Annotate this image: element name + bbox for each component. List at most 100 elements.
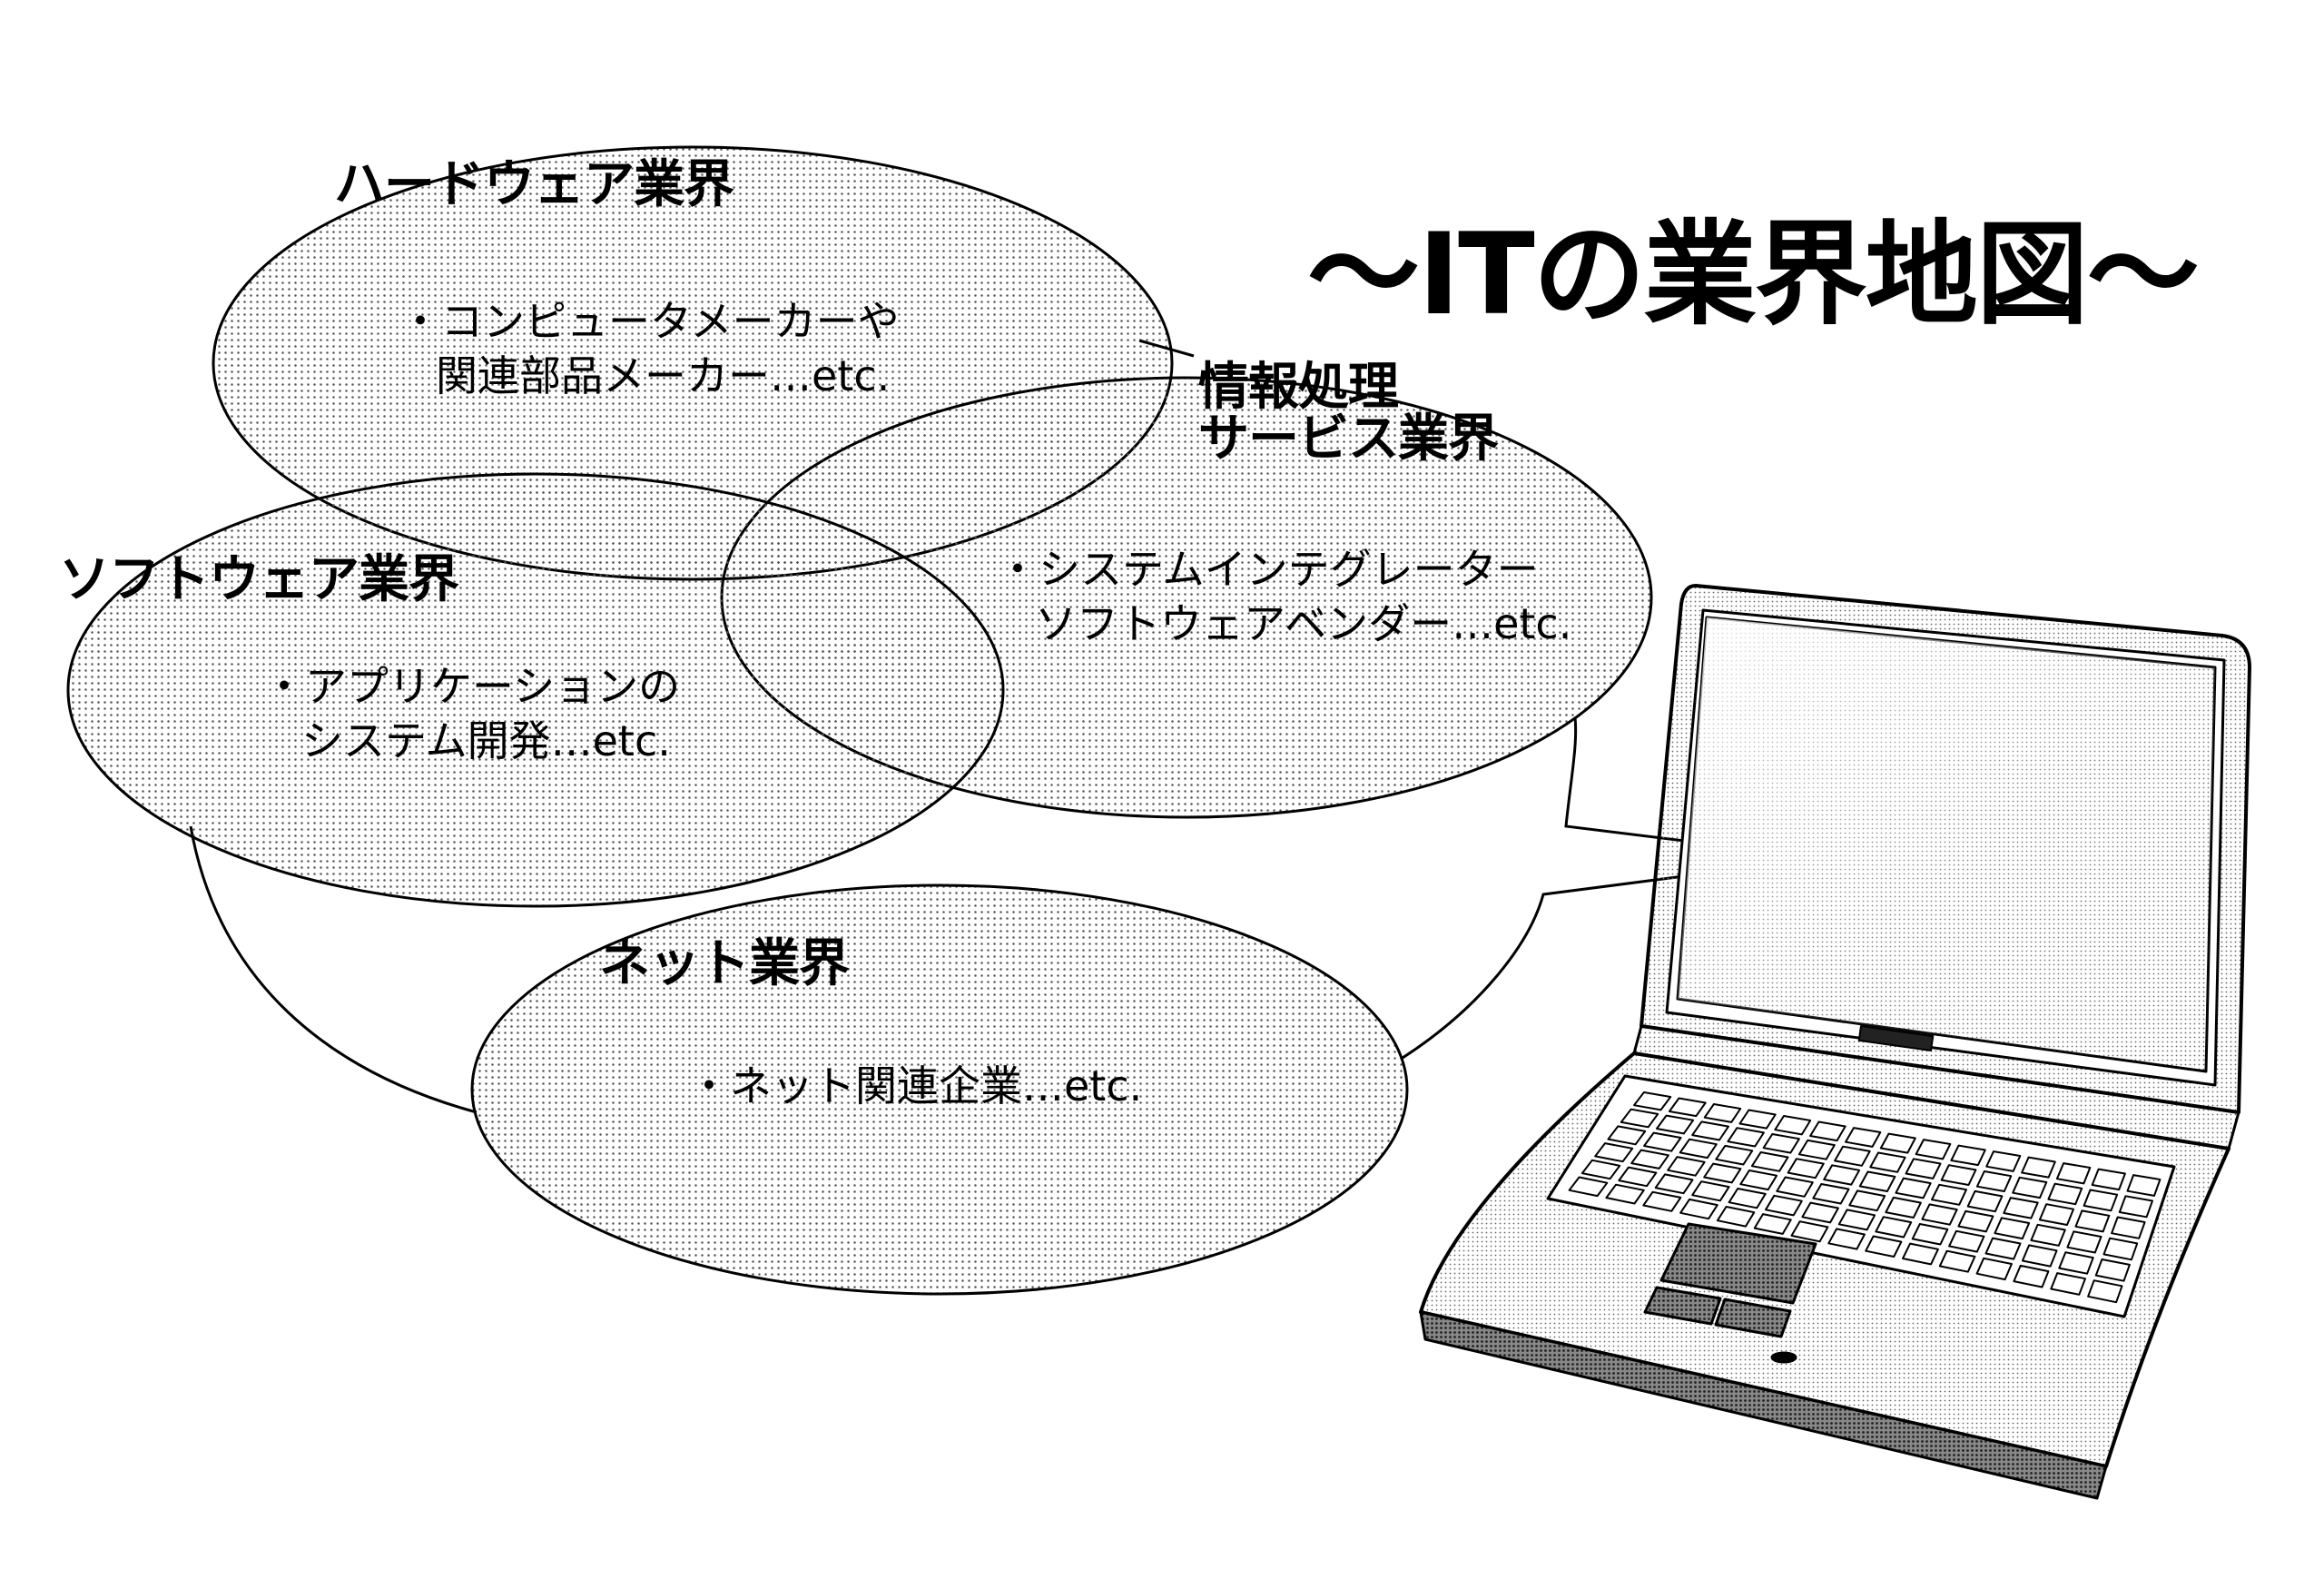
keyboard-key [1716,1206,1756,1228]
keyboard-key [1975,1257,2013,1281]
info-services-industry-heading: 情報処理 サービス業界 [1198,358,1499,465]
description-line: ソフトウェアベンダー…etc. [1035,598,1572,648]
keyboard-key [1865,1235,1903,1258]
keyboard-key [1885,1196,1922,1219]
keyboard-key [1895,1177,1932,1199]
keyboard-key [1605,1183,1645,1205]
keyboard-key [1715,1144,1754,1166]
heading-line: 情報処理 [1198,358,1399,417]
info-services-industry-description: ・システムインテグレーター ソフトウェアベンダー…etc. [997,543,1571,652]
software-ellipse [66,472,1005,908]
label-leader-line [1138,339,1195,358]
description-line: ・コンピュータメーカーや [399,297,900,346]
keyboard-key [2074,1209,2111,1233]
description-line: ・ネット関連企業…etc. [688,1061,1143,1110]
keyboard-key [1801,1201,1839,1224]
keyboard-key [1654,1173,1694,1195]
keyboard-key [1679,1198,1718,1220]
keyboard-key [2102,1237,2139,1261]
description-line: 関連部品メーカー…etc. [436,350,891,400]
keyboard-key [1869,1151,1906,1173]
keyboard-key [1765,1194,1803,1217]
description-line: ・アプリケーションの [263,662,681,711]
keyboard-key [1607,1125,1647,1146]
keyboard-key [1668,1097,1707,1118]
keyboard-key [1618,1166,1658,1188]
software-industry-description: ・アプリケーションの システム開発…etc. [263,660,680,769]
keyboard-key [1809,1120,1846,1142]
keyboard-key [2126,1174,2162,1197]
keyboard-key [1581,1159,1621,1180]
keyboard-key [1703,1162,1742,1184]
description-line: ・システムインテグレーター [997,545,1539,594]
keyboard-key [2094,1258,2131,1282]
keyboard-key [2021,1244,2058,1268]
keyboard-key [1667,1156,1706,1177]
keyboard-key [1642,1190,1682,1212]
keyboard-key [1790,1220,1829,1243]
keyboard-key [1568,1176,1609,1198]
keyboard-key [1879,1132,1916,1154]
keyboard-key [1776,1176,1814,1198]
keyboard-key [1753,1213,1792,1235]
description-line: システム開発…etc. [301,716,671,765]
keyboard-key [1750,1151,1789,1172]
keyboard-key [2030,1223,2066,1247]
keyboard-key [2038,1203,2074,1226]
keyboard-key [1975,1170,2013,1192]
page-title: 〜ITの業界地図〜 [1307,210,2200,340]
keyboard-key [1845,1127,1882,1148]
keyboard-key [2087,1279,2123,1304]
keyboard-key [1727,1127,1765,1148]
keyboard-key [1812,1183,1850,1205]
keyboard-key [1633,1091,1672,1111]
keyboard-key [1994,1217,2031,1240]
keyboard-key [1594,1142,1634,1163]
keyboard-key [1902,1242,1939,1266]
keyboard-key [2111,1216,2146,1239]
keyboard-key [2047,1182,2083,1206]
keyboard-key [2118,1195,2153,1219]
keyboard-key [2013,1264,2050,1288]
keyboard-key [1656,1114,1695,1135]
keyboard-key [1739,1170,1778,1191]
keyboard-key [1679,1138,1718,1160]
keyboard-key [1938,1249,1976,1273]
keyboard-key [2012,1176,2048,1199]
keyboard-key [1834,1145,1871,1167]
keyboard-key [2091,1168,2126,1191]
software-industry-heading: ソフトウェア業界 [59,550,459,609]
speech-balloon-outline [189,716,1826,1114]
keyboard-key [1957,1209,1994,1233]
keyboard-key [1797,1139,1836,1160]
net-ellipse [470,883,1409,1296]
keyboard-key [1774,1115,1812,1136]
keyboard-key [1823,1164,1861,1186]
keyboard-key [1787,1158,1825,1179]
keyboard-key [1915,1139,1952,1160]
keyboard-key [1940,1164,1977,1186]
keyboard-key [1966,1189,2004,1213]
keyboard-key [1703,1103,1742,1123]
keyboard-key [2021,1156,2056,1179]
keyboard-key [1905,1158,1942,1179]
keyboard-key [1643,1131,1682,1152]
keyboard-key [1630,1149,1669,1170]
keyboard-key [2083,1189,2119,1212]
net-industry-heading: ネット業界 [599,934,850,993]
keyboard-key [1948,1229,1985,1253]
laptop-icon [1419,584,2251,1500]
net-industry-description: ・ネット関連企業…etc. [688,1060,1142,1114]
keyboard-key [1950,1144,1986,1167]
keyboard-key [1911,1223,1949,1246]
keyboard-key [1931,1183,1967,1206]
keyboard-key [1984,1237,2022,1260]
keyboard-keys [1568,1091,2162,1304]
hardware-industry-description: ・コンピュータメーカーや 関連部品メーカー…etc. [399,295,900,404]
keyboard-key [2058,1251,2094,1275]
keyboard-key [1875,1216,1913,1239]
keyboard-key [1738,1109,1777,1130]
keyboard-key [1921,1203,1958,1226]
keyboard-key [1848,1189,1886,1212]
